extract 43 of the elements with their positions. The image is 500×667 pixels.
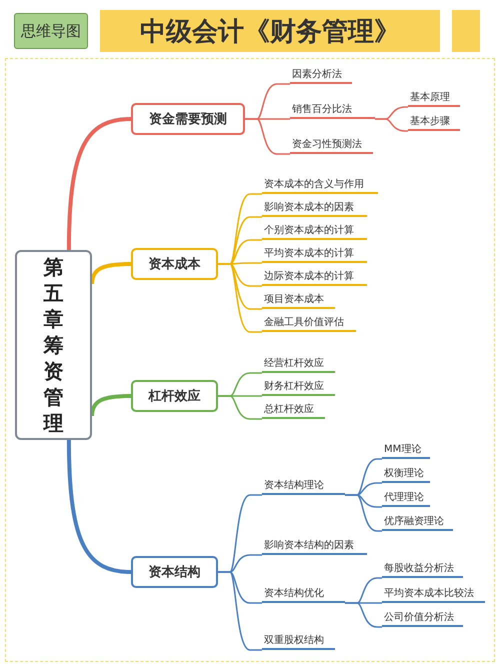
leaf-label: 资金习性预测法 [290, 138, 373, 154]
leaf-label: 基本步骤 [408, 115, 460, 131]
leaf-label: 经营杠杆效应 [262, 357, 335, 373]
leaf-label: 代理理论 [382, 491, 430, 507]
branch-box: 杠杆效应 [131, 380, 218, 412]
leaf-label: 总杠杆效应 [262, 403, 325, 419]
leaf-label: 平均资本成本比较法 [382, 587, 485, 603]
leaf-label: 基本原理 [408, 91, 460, 107]
leaf-label: 金融工具价值评估 [262, 316, 356, 332]
leaf-label: 权衡理论 [382, 467, 430, 483]
connector-line [218, 571, 262, 651]
leaf-label: 每股收益分析法 [382, 562, 463, 578]
leaf-label: 平均资本成本的计算 [262, 247, 367, 263]
leaf-label: 双重股权结构 [262, 634, 335, 650]
topic-box: 第五章筹资管理 [15, 250, 92, 440]
leaf-label: 影响资本结构的因素 [262, 539, 367, 555]
branch-box: 资金需要预测 [131, 103, 245, 135]
leaf-label: 财务杠杆效应 [262, 380, 335, 396]
branch-line [66, 440, 132, 574]
leaf-label: 资本结构理论 [262, 479, 345, 495]
leaf-label: 资本结构优化 [262, 587, 345, 603]
connector-line [345, 602, 382, 628]
leaf-label: 影响资本成本的因素 [262, 201, 367, 217]
branch-box: 资本结构 [131, 556, 218, 588]
leaf-label: MM理论 [382, 443, 430, 459]
branch-line [66, 117, 132, 250]
connector-line [218, 395, 262, 420]
branch-line [90, 394, 132, 416]
branch-box: 资本成本 [131, 248, 218, 280]
leaf-label: 公司价值分析法 [382, 611, 463, 627]
leaf-label: 销售百分比法 [290, 103, 375, 119]
leaf-label: 边际资本成本的计算 [262, 270, 367, 286]
connector-line [245, 118, 290, 155]
badge: 思维导图 [14, 13, 88, 49]
connector-line [375, 118, 408, 132]
title-bar: 中级会计《财务管理》 [100, 10, 440, 52]
leaf-label: 项目资本成本 [262, 293, 335, 309]
connector-line [345, 494, 382, 532]
leaf-label: 优序融资理论 [382, 515, 453, 531]
leaf-label: 个别资本成本的计算 [262, 224, 367, 240]
branch-line [90, 262, 132, 284]
leaf-label: 因素分析法 [290, 68, 352, 84]
leaf-label: 资本成本的含义与作用 [262, 178, 378, 194]
